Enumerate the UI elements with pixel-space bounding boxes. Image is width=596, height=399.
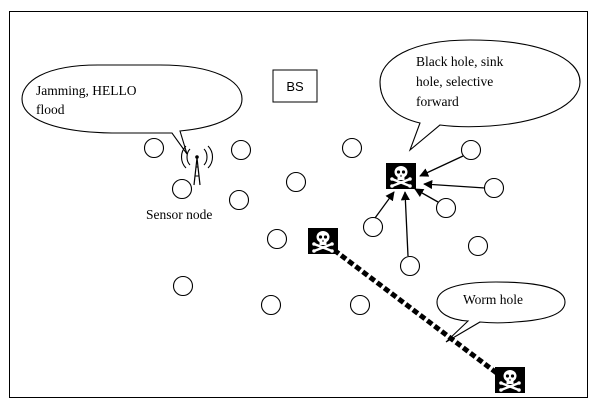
diagram-frame xyxy=(9,11,588,398)
black-hole-callout-line-2: hole, selective xyxy=(416,74,493,89)
sensor-node xyxy=(341,137,363,159)
jamming-callout-line-2: flood xyxy=(36,102,65,117)
sensor-node xyxy=(285,171,307,193)
skull-crossbones-flag-icon xyxy=(493,365,527,395)
sensor-node xyxy=(266,228,288,250)
base-station-label: BS xyxy=(286,79,304,94)
sensor-node xyxy=(230,139,252,161)
wormhole-link xyxy=(332,248,500,376)
sensor-node-label: Sensor node xyxy=(146,207,212,222)
sensor-node xyxy=(172,275,194,297)
sensor-node xyxy=(171,178,193,200)
sensor-node xyxy=(228,189,250,211)
sensor-node xyxy=(467,235,489,257)
sensor-nodes xyxy=(143,137,505,316)
wormhole-callout: Worm hole xyxy=(436,281,566,343)
skull-crossbones-flag-icon xyxy=(384,161,418,191)
sensor-node xyxy=(435,197,457,219)
wormhole-callout-label: Worm hole xyxy=(463,292,523,307)
sensor-node xyxy=(483,177,505,199)
black-hole-callout-line-1: Black hole, sink xyxy=(416,54,504,69)
jamming-callout: Jamming, HELLO flood xyxy=(21,64,243,155)
black-hole-callout-line-3: forward xyxy=(416,94,459,109)
skull-crossbones-flag-icon xyxy=(306,226,340,256)
sensor-node xyxy=(460,139,482,161)
black-hole-callout: Black hole, sink hole, selective forward xyxy=(379,39,581,152)
sensor-node xyxy=(362,216,384,238)
jamming-callout-line-1: Jamming, HELLO xyxy=(36,83,137,98)
base-station: BS xyxy=(272,69,318,103)
sensor-node xyxy=(349,294,371,316)
sensor-node xyxy=(399,255,421,277)
black-hole-arrows xyxy=(374,155,486,257)
antenna-tower-icon xyxy=(180,145,214,186)
sensor-node xyxy=(260,294,282,316)
sensor-node xyxy=(143,137,165,159)
